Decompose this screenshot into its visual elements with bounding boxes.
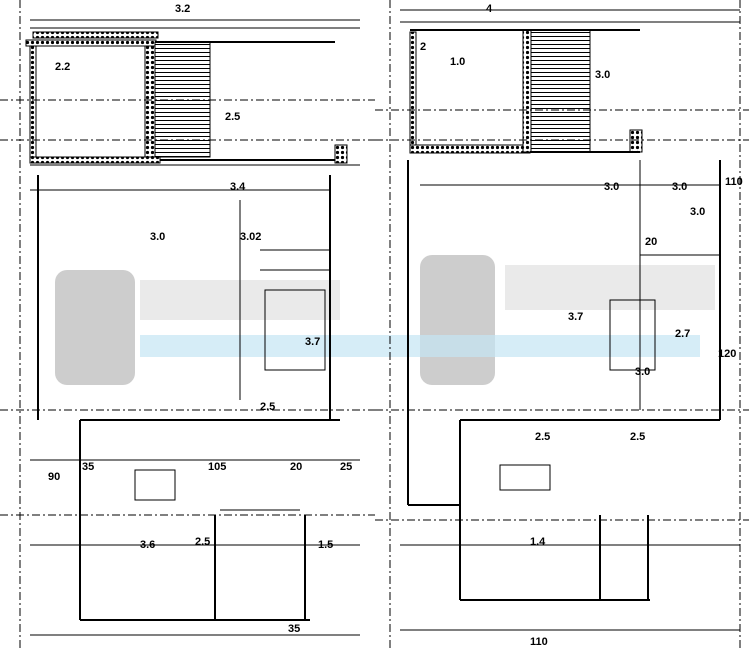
dimension-label: 4: [486, 3, 493, 15]
dimension-label: 3.0: [672, 181, 687, 193]
dimension-label: 2.5: [260, 401, 275, 413]
dimension-label: 3.02: [240, 231, 261, 243]
dimension-label: 20: [290, 461, 302, 473]
dimension-label: 3.4: [230, 181, 246, 193]
dimension-label: 3.6: [140, 539, 155, 551]
dimension-label: 2.2: [55, 61, 70, 73]
dimension-label: 1.4: [530, 536, 546, 548]
left-floor-plan: 3.2 3.4 2.5 2.2 3.02 3.0 3.7 90 35 105 2…: [0, 3, 375, 636]
dimension-label: 110: [530, 636, 548, 648]
dimension-label: 25: [340, 461, 352, 473]
grid-axes: [19, 0, 741, 651]
dimension-label: 3.2: [175, 3, 190, 15]
watermark-logo: [55, 255, 715, 385]
dimension-label: 3.0: [604, 181, 619, 193]
dimension-label: 35: [82, 461, 94, 473]
dimension-label: 2: [420, 41, 426, 53]
right-floor-plan: 4 2 3.0 1.0 3.0 3.0 20 3.7 3.0 110 120 2…: [375, 3, 749, 648]
dimension-label: 20: [645, 236, 657, 248]
dimension-label: 3.0: [595, 69, 610, 81]
dimension-label: 1.5: [318, 539, 333, 551]
dimension-label: 120: [718, 348, 736, 360]
dimension-label: 3.0: [690, 206, 705, 218]
dimension-label: 3.0: [150, 231, 165, 243]
dimension-label: 2.5: [535, 431, 550, 443]
dimension-label: 2.7: [675, 328, 690, 340]
dimension-label: 3.7: [568, 311, 583, 323]
dimension-label: 2.5: [195, 536, 210, 548]
dimension-label: 105: [208, 461, 226, 473]
dimension-label: 2.5: [225, 111, 240, 123]
dimension-label: 3.7: [305, 336, 320, 348]
dimension-label: 110: [725, 176, 743, 188]
dimension-label: 90: [48, 471, 60, 483]
dimension-label: 2.5: [630, 431, 645, 443]
dimension-label: 3.0: [635, 366, 650, 378]
dimension-label: 1.0: [450, 56, 465, 68]
dimension-label: 35: [288, 623, 300, 635]
